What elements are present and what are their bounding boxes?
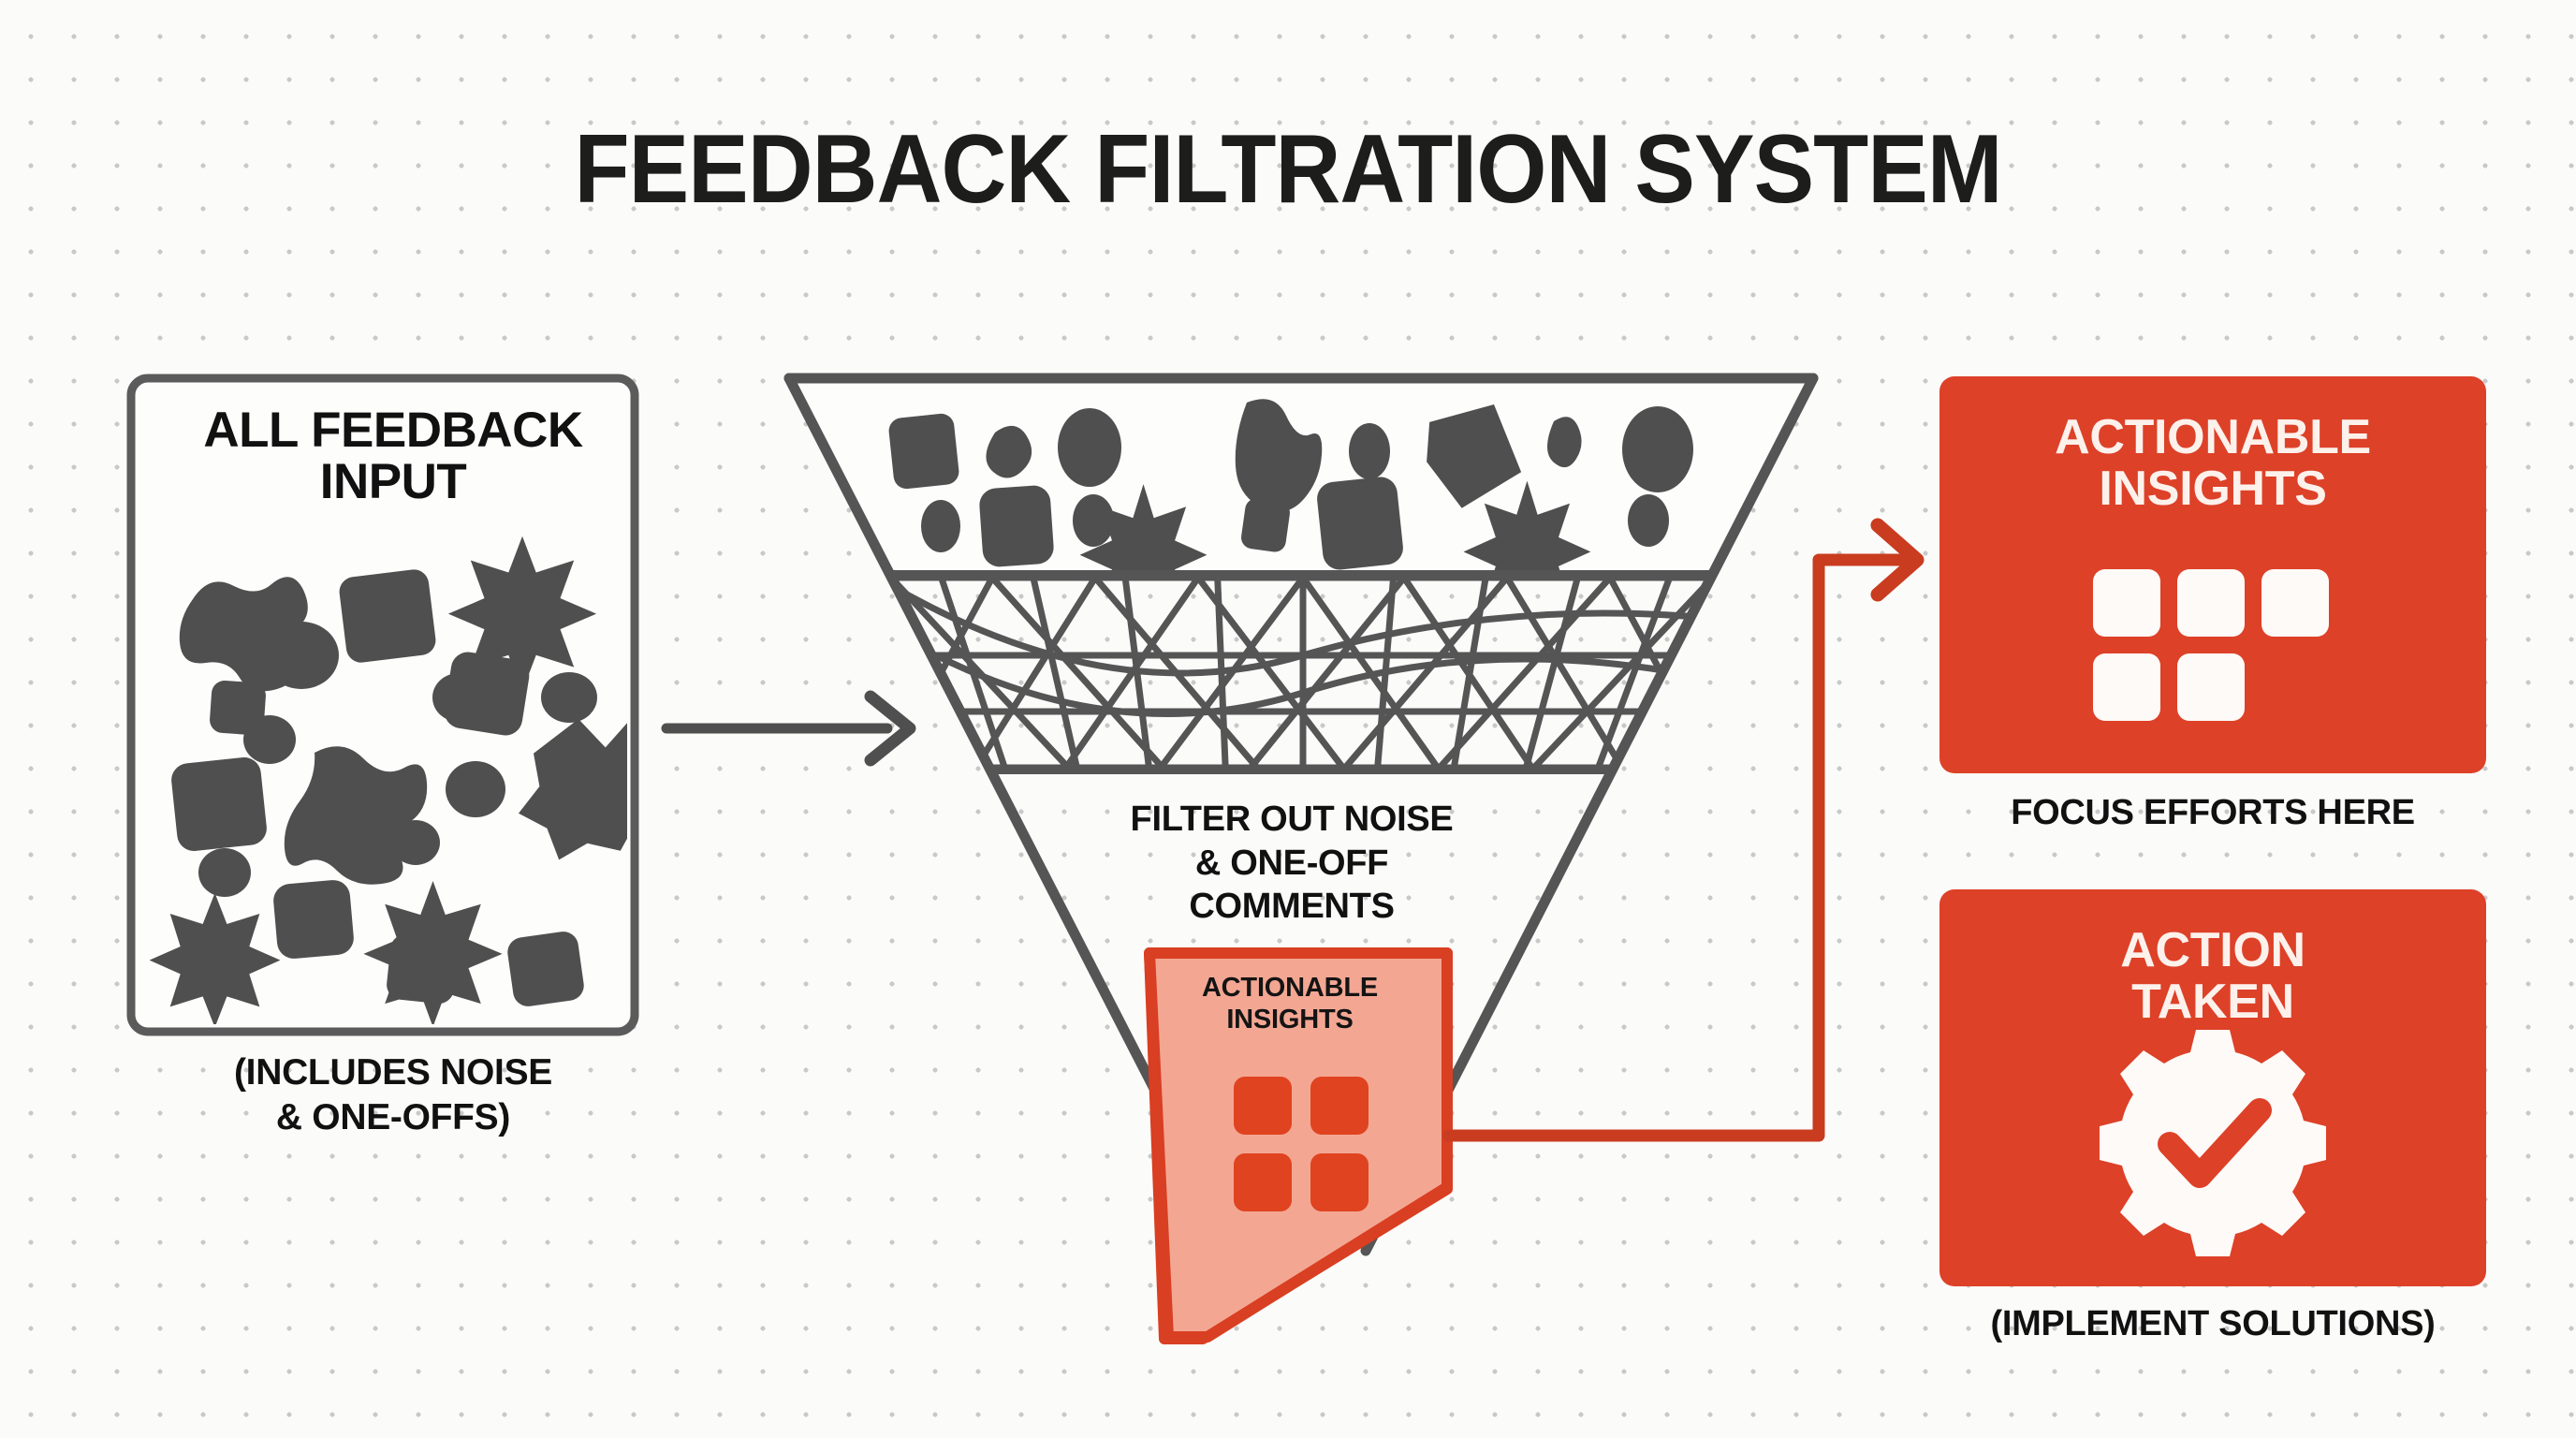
funnel-noise-shapes	[888, 399, 1693, 573]
action-taken-card-caption: (IMPLEMENT SOLUTIONS)	[1990, 1304, 2436, 1343]
input-box-caption: (INCLUDES NOISE & ONE-OFFS)	[112, 1050, 674, 1139]
spout-to-insights-arrow	[1442, 518, 1925, 1142]
action-taken-card-title: ACTION TAKEN	[1951, 925, 2475, 1027]
feedback-noise-shapes	[149, 536, 627, 1024]
filter-mesh-label-line-3: COMMENTS	[1189, 887, 1395, 927]
input-to-funnel-arrow	[661, 690, 916, 767]
actionable-insights-card[interactable]	[1939, 376, 2486, 773]
filter-mesh-label-line-2: & ONE-OFF	[1194, 843, 1389, 883]
all-feedback-input-box	[126, 374, 639, 1036]
page-title: FEEDBACK FILTRATION SYSTEM	[574, 115, 2002, 224]
spout-label-line-1: ACTIONABLE	[1201, 973, 1379, 1003]
spout-insight-squares	[1234, 1077, 1368, 1211]
spout-label-line-2: INSIGHTS	[1226, 1005, 1354, 1035]
actionable-insights-card-caption: FOCUS EFFORTS HERE	[2011, 793, 2415, 832]
card-title-line-1: ACTION	[2120, 923, 2305, 977]
input-box-caption-line-2: & ONE-OFFS)	[275, 1096, 511, 1137]
gear-check-icon	[2100, 1030, 2326, 1256]
actionable-insights-card-title: ACTIONABLE INSIGHTS	[1951, 412, 2475, 514]
grid-squares-icon	[2093, 569, 2329, 721]
card-title-line-1: ACTIONABLE	[2055, 410, 2371, 464]
input-box-caption-line-1: (INCLUDES NOISE	[233, 1052, 553, 1093]
input-box-title: ALL FEEDBACK INPUT	[203, 403, 583, 510]
action-taken-card[interactable]	[1939, 889, 2486, 1286]
actionable-insights-spout	[1144, 947, 1453, 1344]
filter-mesh-label: FILTER OUT NOISE & ONE-OFF COMMENTS	[1048, 798, 1535, 929]
filter-mesh-label-line-1: FILTER OUT NOISE	[1130, 800, 1454, 839]
filter-mesh	[891, 578, 1713, 768]
card-title-line-2: TAKEN	[2131, 974, 2294, 1029]
spout-label: ACTIONABLE INSIGHTS	[1149, 972, 1430, 1035]
card-title-line-2: INSIGHTS	[2099, 461, 2327, 516]
